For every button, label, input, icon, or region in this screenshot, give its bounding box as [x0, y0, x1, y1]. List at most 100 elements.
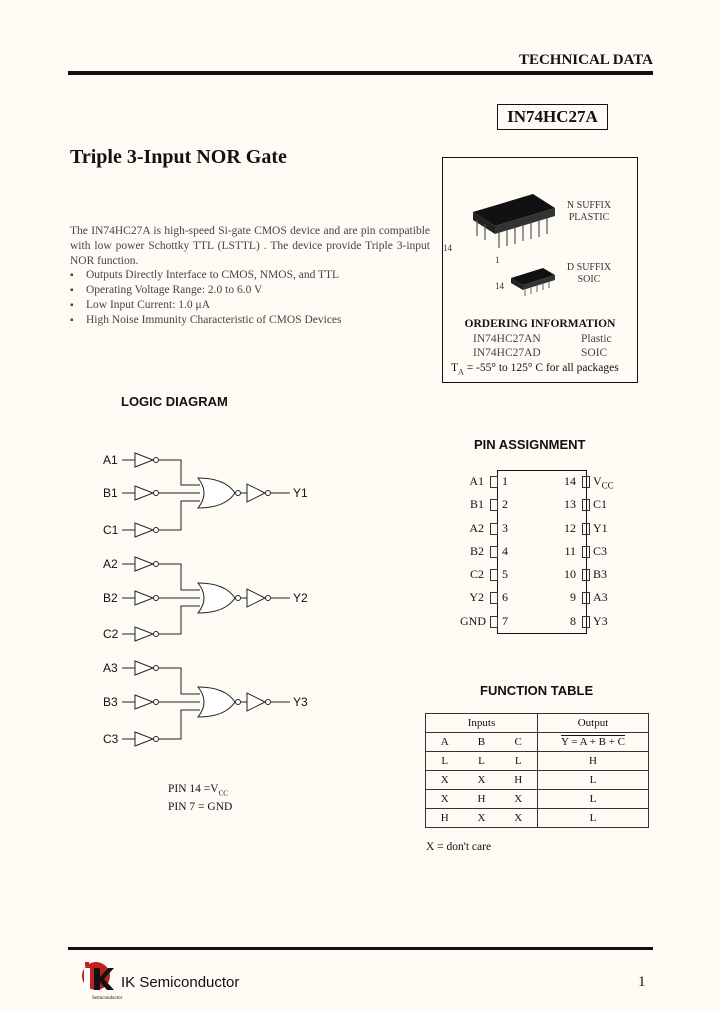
description: The IN74HC27A is high-speed Si-gate CMOS…: [70, 225, 430, 267]
ordering-title: ORDERING INFORMATION: [464, 318, 616, 330]
n-suffix-text: N SUFFIX: [566, 200, 612, 211]
pin-number: 6: [502, 590, 508, 605]
pin-number: 14: [564, 474, 576, 488]
soic-pin14-label: 14: [495, 281, 504, 291]
pin-name: C2: [469, 567, 484, 582]
order-part-2: IN74HC27AD: [473, 347, 541, 359]
n-type-text: PLASTIC: [568, 212, 610, 223]
dip-package-illustration: [473, 194, 555, 296]
cell: L: [499, 751, 539, 771]
pin-stub: [582, 615, 590, 628]
table-header-row: A B C Y = A + B + C: [424, 732, 649, 752]
pin-stub: [490, 569, 498, 582]
table-row: H X X L: [424, 808, 649, 828]
dip-pin14-label: 14: [443, 243, 452, 253]
temp-text: = -55° to 125° C for all packages: [463, 362, 619, 374]
pin-name: Y1: [593, 520, 608, 535]
pin-stub: [582, 499, 590, 512]
input-label-c3: C3: [103, 732, 119, 746]
col-y-text: Y = A + B + C: [560, 736, 626, 748]
output-label-y2: Y2: [293, 591, 308, 605]
cell: H: [499, 770, 539, 790]
col-c: C: [499, 732, 539, 752]
d-type-text: SOIC: [577, 274, 601, 285]
page-title: Triple 3-Input NOR Gate: [70, 146, 287, 168]
header-rule: [68, 71, 653, 75]
inputs-header: Inputs: [425, 713, 538, 733]
gate-2-inverters: [122, 556, 290, 642]
pin-stub: [490, 615, 498, 628]
pin14-note: PIN 14 =VCC: [168, 782, 232, 800]
gate-3-inverters: [122, 660, 290, 747]
pin-name: B2: [469, 543, 484, 558]
pin-number: 11: [564, 543, 576, 558]
pin-stub: [490, 522, 498, 535]
feature-item: Operating Voltage Range: 2.0 to 6.0 V: [70, 283, 440, 298]
cell: L: [463, 751, 500, 771]
input-label-b3: B3: [103, 695, 118, 709]
pin-stub: [490, 476, 498, 488]
pin-stub: [582, 545, 590, 558]
feature-item: High Noise Immunity Characteristic of CM…: [70, 313, 440, 328]
pin-number: 7: [502, 613, 508, 628]
pin-name: GND: [460, 613, 486, 628]
package-box: 14 1 14 N SUFFIX PLASTIC D SUFFIX SOIC O…: [442, 157, 638, 383]
d-suffix-text: D SUFFIX: [566, 262, 612, 273]
col-a: A: [424, 732, 464, 752]
cell: L: [537, 770, 649, 790]
pin-stub: [490, 545, 498, 558]
footer-rule: [68, 947, 653, 950]
input-label-a3: A3: [103, 661, 118, 675]
cell: L: [537, 789, 649, 809]
feature-list: Outputs Directly Interface to CMOS, NMOS…: [70, 268, 440, 328]
cell: X: [499, 808, 539, 828]
input-label-c1: C1: [103, 523, 119, 537]
technical-data-label: TECHNICAL DATA: [518, 52, 653, 68]
company-name: IK Semiconductor: [121, 974, 240, 991]
pin-stub: [582, 476, 590, 488]
col-b: B: [463, 732, 500, 752]
cell: X: [424, 789, 464, 809]
pin-row: GND 7: [440, 614, 584, 637]
logo-subtext: Semiconductor: [92, 996, 123, 1001]
input-label-b2: B2: [103, 591, 118, 605]
vcc-sub: CC: [601, 480, 614, 491]
function-table-title: FUNCTION TABLE: [480, 683, 594, 698]
pin-name: C1: [593, 497, 608, 512]
pin-number: 9: [570, 590, 576, 605]
feature-item: Low Input Current: 1.0 μA: [70, 298, 440, 313]
pin-number: 3: [502, 520, 508, 535]
function-table: Inputs Output A B C Y = A + B + C L L L …: [424, 713, 649, 828]
pin-number: 8: [570, 613, 576, 628]
pin-stub: [490, 592, 498, 605]
order-pkg-2: SOIC: [581, 347, 608, 359]
soic-package: [511, 268, 555, 296]
col-y: Y = A + B + C: [537, 732, 649, 752]
pin-row: 14 VCC: [556, 474, 656, 497]
input-label-b1: B1: [103, 486, 118, 500]
pin-assignment-title: PIN ASSIGNMENT: [474, 437, 586, 452]
page-number: 1: [638, 974, 646, 990]
cell: L: [424, 751, 464, 771]
table-row: X H X L: [424, 789, 649, 809]
table-header-row: Inputs Output: [425, 713, 649, 733]
table-row: L L L H: [424, 751, 649, 771]
temp-range: TA = -55° to 125° C for all packages: [451, 361, 619, 379]
pin-name: B1: [469, 497, 484, 512]
cell: H: [537, 751, 649, 771]
cell: X: [463, 808, 500, 828]
pin-name: VCC: [593, 474, 614, 490]
output-header: Output: [537, 713, 649, 733]
